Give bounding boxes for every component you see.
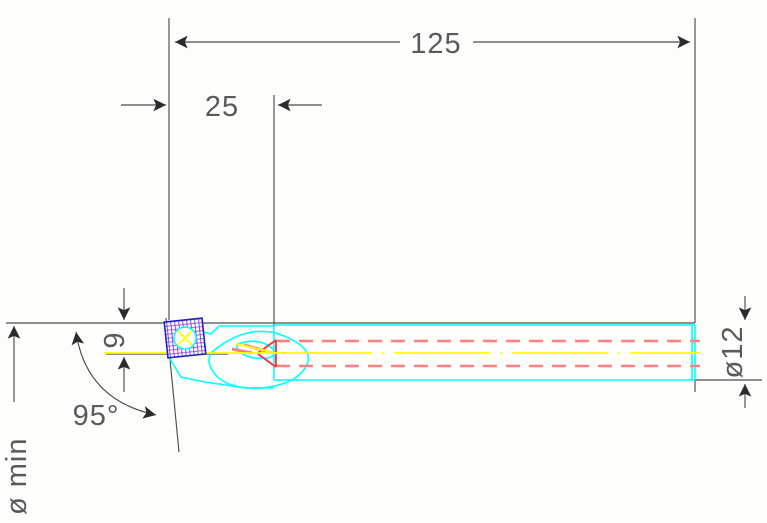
lead-angle-arc	[71, 331, 157, 419]
min-bore-label: ø min	[1, 438, 33, 516]
overall-length-label: 125	[410, 28, 461, 60]
overall-length-dimension: 125	[175, 28, 690, 60]
extension-lines-group	[6, 18, 762, 453]
coolant-hole-hidden-lines	[276, 339, 700, 368]
lead-angle-dimension: 95°	[71, 331, 157, 432]
lead-angle-label: 95°	[73, 400, 120, 432]
tool-head-relief-ellipse	[208, 330, 310, 389]
insert-cross-marker	[177, 330, 193, 346]
shank-diameter-label: ø12	[717, 326, 749, 379]
head-length-label: 25	[205, 91, 239, 123]
minimum-bore-diameter-dimension: ø min	[1, 326, 33, 515]
coolant-cone-lower-taper	[257, 353, 277, 368]
head-length-dimension: 25	[121, 91, 322, 123]
carbide-insert	[163, 317, 207, 359]
center-height-label: 9	[99, 331, 131, 348]
centerline-coolant-angled	[235, 343, 273, 353]
shank-diameter-dimension: ø12	[717, 296, 752, 408]
